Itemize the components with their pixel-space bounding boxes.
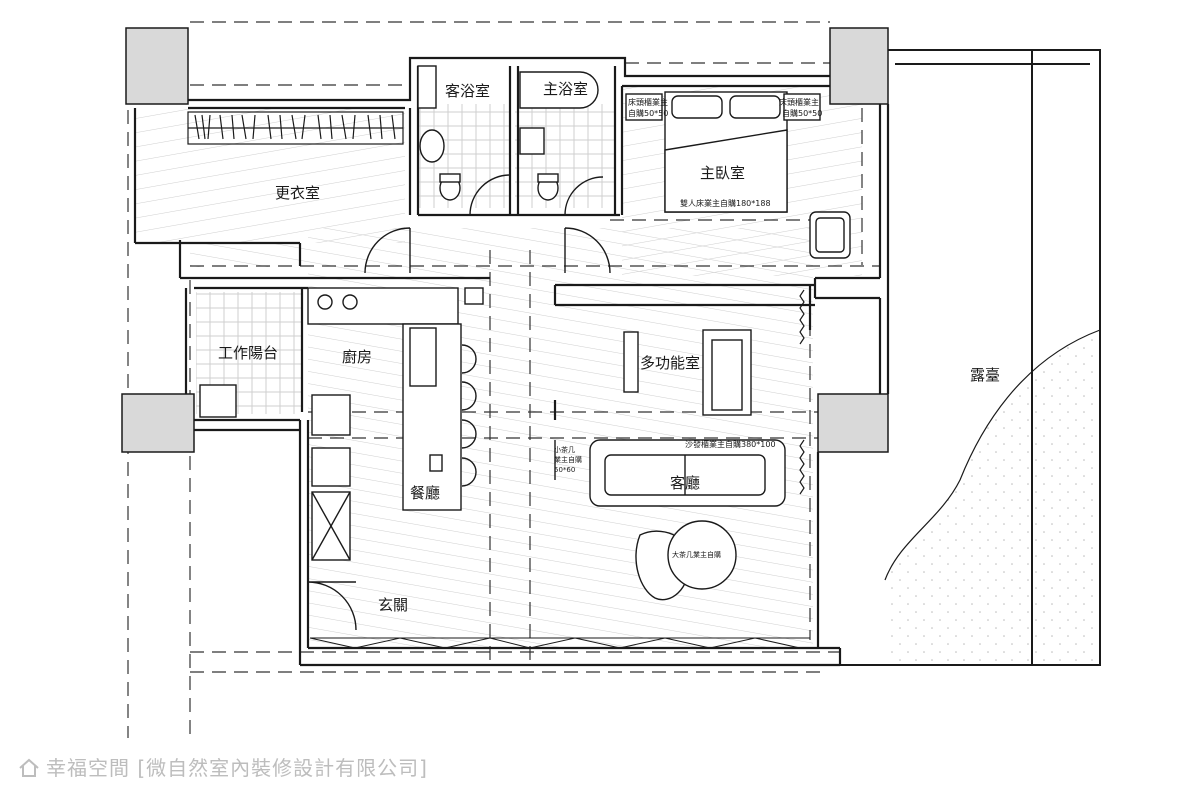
note-nightstand-right-1: 床頭櫃業主	[779, 97, 819, 107]
coffee-table	[667, 520, 737, 590]
master-sink	[519, 127, 545, 155]
watermark-company: [微自然室內裝修設計有限公司]	[137, 756, 428, 780]
guest-sink	[419, 129, 445, 163]
house-icon	[19, 758, 39, 777]
label-terrace: 露臺	[970, 366, 1000, 384]
column-mid-right	[817, 393, 889, 453]
living-furniture	[554, 439, 786, 601]
note-small-table-3: 50*60	[554, 466, 575, 474]
bottom-cabinets	[309, 637, 810, 649]
washing-machine	[199, 384, 237, 418]
bar-stools	[461, 344, 477, 487]
terrace-outline	[840, 49, 1101, 666]
furniture-annotations: 床頭櫃業主 自購50*50 床頭櫃業主 自購50*50 雙人床業主自購180*1…	[554, 97, 822, 559]
note-bed: 雙人床業主自購180*188	[680, 198, 771, 208]
master-bath-floor	[515, 104, 615, 208]
walls	[133, 56, 890, 667]
kitchen-furniture	[199, 287, 484, 561]
label-guest-bath: 客浴室	[445, 82, 490, 100]
curtains	[799, 289, 805, 495]
bike	[623, 331, 639, 393]
label-kitchen: 廚房	[342, 348, 372, 366]
floor-finishes	[135, 86, 1100, 665]
nightstand-right	[783, 93, 821, 121]
label-dining: 餐廳	[410, 484, 440, 502]
wardrobe	[187, 111, 404, 145]
note-nightstand-right-2: 自購50*50	[782, 108, 822, 118]
watermark: 幸福空間 [微自然室內裝修設計有限公司]	[18, 752, 428, 781]
label-entrance: 玄關	[378, 596, 408, 614]
label-living: 客廳	[670, 474, 700, 492]
column-mid-left	[121, 393, 195, 453]
column-top-right	[829, 27, 889, 105]
multi-room-furniture	[623, 329, 752, 416]
label-master-bath: 主浴室	[543, 80, 588, 98]
note-nightstand-left-2: 自購50*50	[628, 108, 668, 118]
label-master-bedroom: 主臥室	[700, 164, 745, 182]
note-coffee-table: 大茶几業主自購	[672, 550, 721, 559]
watermark-brand: 幸福空間	[46, 756, 130, 780]
label-utility-balcony: 工作陽台	[218, 344, 278, 362]
label-multi-room: 多功能室	[640, 354, 700, 372]
note-sofa-cabinet: 沙發櫃業主自購380*100	[685, 439, 776, 449]
master-tub	[519, 71, 599, 109]
room-labels: 更衣室 客浴室 主浴室 主臥室 工作陽台 廚房 多功能室 餐廳 客廳 玄關 露臺	[218, 80, 1000, 614]
doors	[307, 174, 611, 631]
note-small-table-1: 小茶几	[554, 445, 575, 454]
nightstand-left	[625, 93, 663, 121]
guest-shower	[417, 65, 437, 109]
note-small-table-2: 業主自購	[554, 455, 582, 464]
fridge-cabinet	[311, 394, 351, 436]
closet-entry-floor	[190, 243, 308, 267]
column-top-left	[125, 27, 189, 105]
bedroom-furniture	[625, 91, 851, 259]
terrace-dots	[885, 330, 1100, 665]
label-walk-in-closet: 更衣室	[275, 184, 320, 202]
bathroom-fixtures	[417, 65, 599, 201]
island-sink	[409, 327, 437, 387]
note-nightstand-left-1: 床頭櫃業主	[628, 97, 668, 107]
structural-columns	[121, 27, 889, 453]
kitchen-counter	[307, 287, 459, 325]
